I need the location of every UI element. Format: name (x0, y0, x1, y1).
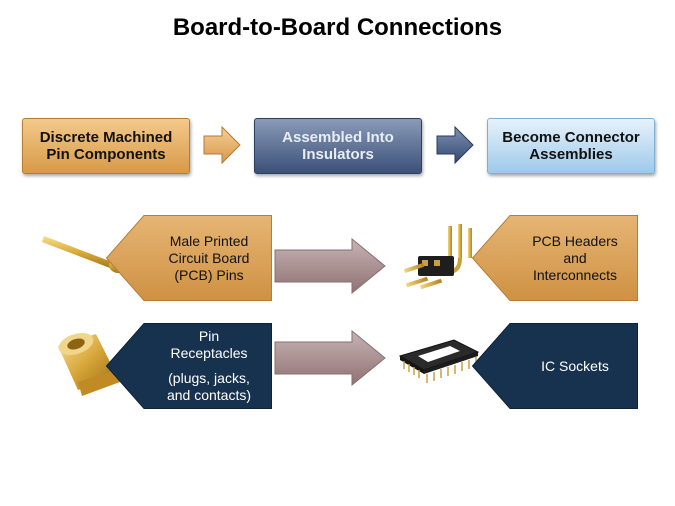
tag-ic-sockets: IC Sockets (472, 323, 638, 409)
flow-arrow-icon (203, 125, 241, 165)
receptacle-image (58, 332, 120, 396)
tag-label: IC Sockets (541, 357, 609, 374)
flow-arrow-icon (436, 125, 474, 165)
tag-pin-receptacles: Pin Receptacles (plugs, jacks, and conta… (106, 323, 272, 409)
tag-pcb-headers: PCB Headers and Interconnects (472, 215, 638, 301)
row-arrow-icon (274, 238, 386, 294)
tag-label: PCB Headers and Interconnects (532, 232, 618, 283)
row-arrow-icon (274, 330, 386, 386)
flow-step-assembled: Assembled Into Insulators (254, 118, 422, 174)
flow-step-connector-assemblies: Become Connector Assemblies (487, 118, 655, 174)
header-image (403, 224, 472, 290)
tag-label: Male Printed Circuit Board (PCB) Pins (168, 232, 250, 283)
flow-step-discrete-pins: Discrete Machined Pin Components (22, 118, 190, 174)
page-title: Board-to-Board Connections (172, 14, 503, 41)
ic-socket-image (398, 339, 480, 383)
tag-label: Pin Receptacles (170, 328, 248, 361)
tag-sublabel: (plugs, jacks, and contacts) (166, 370, 252, 403)
tag-pcb-pins: Male Printed Circuit Board (PCB) Pins (106, 215, 272, 301)
